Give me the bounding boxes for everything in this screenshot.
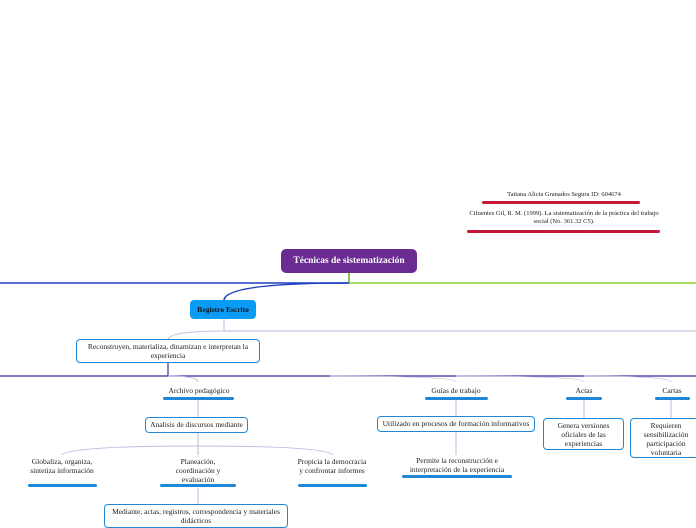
topic-archivo[interactable]: Archivo pedagógico — [168, 386, 230, 395]
globaliza-node[interactable]: Globaliza, organiza, sintetiza informaci… — [30, 457, 94, 475]
author-underline — [482, 201, 640, 204]
planeacion-underline — [160, 484, 236, 487]
guias-sub-node[interactable]: Permite la reconstrucción e interpretaci… — [409, 456, 505, 474]
bar-to-guias — [329, 375, 457, 383]
topic-guias-underline — [425, 397, 488, 400]
analisis-to-globaliza — [61, 445, 199, 456]
registro-escrito-node[interactable]: Registro Escrito — [190, 300, 256, 319]
root-left-branch — [0, 273, 350, 284]
cartas-child-node[interactable]: Requieren sensibilización participación … — [630, 418, 696, 458]
actas-child-node[interactable]: Genera versiones oficiales de las experi… — [543, 418, 624, 450]
reference-underline — [467, 230, 660, 233]
propicia-node[interactable]: Propicia la democracia y confrontar info… — [297, 457, 367, 475]
registro-to-description — [167, 319, 225, 341]
topic-guias[interactable]: Guías de trabajo — [431, 386, 481, 395]
root-right-branch — [348, 273, 696, 284]
analisis-to-propicia — [197, 445, 334, 456]
guias-sub-underline — [402, 475, 512, 478]
mediante-node[interactable]: Mediante, actas, registros, corresponden… — [104, 504, 288, 528]
author-text: Tatiana Alicia Granados Segura ID: 60467… — [507, 191, 621, 198]
description-node[interactable]: Reconstruyen, materializa, dinamizan e i… — [76, 339, 260, 363]
propicia-underline — [298, 484, 367, 487]
topic-cartas[interactable]: Cartas — [662, 386, 682, 395]
bar-to-archivo — [167, 375, 199, 383]
globaliza-underline — [28, 484, 97, 487]
topic-archivo-underline — [163, 397, 234, 400]
topic-cartas-underline — [655, 397, 690, 400]
bar-to-actas — [455, 375, 585, 383]
topic-actas-underline — [566, 397, 602, 400]
root-node[interactable]: Técnicas de sistematización — [281, 249, 417, 273]
topic-actas[interactable]: Actas — [575, 386, 593, 395]
analisis-node[interactable]: Analisis de discursos mediante — [145, 417, 248, 433]
bar-to-cartas — [583, 375, 672, 383]
guias-child-node[interactable]: Utilizado en procesos de formación infor… — [377, 416, 535, 432]
planeacion-node[interactable]: Planeación, coordinación y evaluación — [175, 457, 221, 484]
reference-text: Cifuentes Gil, R. M. (1999). La sistemat… — [469, 210, 659, 225]
root-to-registro — [223, 282, 350, 301]
